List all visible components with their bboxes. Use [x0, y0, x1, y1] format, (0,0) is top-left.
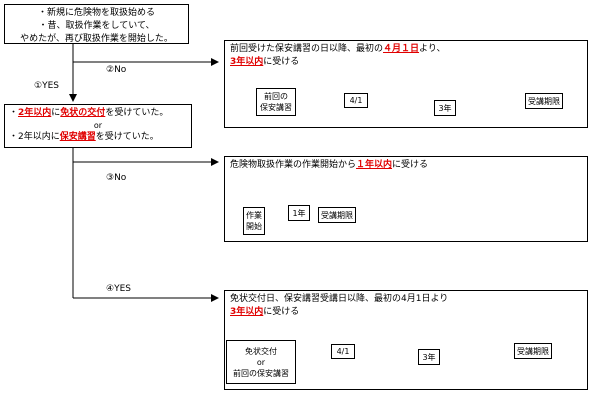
result-2-span-label: 1年	[288, 205, 310, 221]
result-3-text-1: 免状交付日、保安講習受講日以降、最初の4月1日より	[230, 294, 449, 304]
branch-label-yes-1: ①YES	[34, 81, 59, 91]
result-2-text-1: 危険物取扱作業の作業開始から１年以内に受ける	[230, 160, 429, 170]
branch-label-no-2: ③No	[106, 173, 127, 183]
result-3-end-label: 受講期限	[514, 343, 552, 359]
condition-box: ・2年以内に免状の交付を受けていた。 or ・2年以内に保安講習を受けていた。	[4, 104, 192, 148]
result-1-end-label: 受講期限	[525, 93, 563, 109]
branch-label-no-1: ②No	[106, 65, 127, 75]
start-box: ・新規に危険物を取扱始める ・昔、取扱作業をしていて、 やめたが、再び取扱作業を…	[4, 4, 189, 44]
result-1-text-2: 3年以内に受ける	[230, 57, 300, 67]
condition-line-1: ・2年以内に免状の交付を受けていた。	[9, 108, 169, 118]
branch-label-yes-2: ④YES	[106, 284, 131, 294]
condition-or: or	[93, 121, 103, 130]
result-box-2: 危険物取扱作業の作業開始から１年以内に受ける	[224, 156, 588, 242]
result-1-span-label: 3年	[434, 100, 456, 116]
result-2-end-label: 受講期限	[318, 207, 356, 223]
condition-line-2: ・2年以内に保安講習を受けていた。	[9, 132, 159, 142]
result-1-text-1: 前回受けた保安講習の日以降、最初の４月１日より、	[230, 44, 446, 54]
start-line-2: ・昔、取扱作業をしていて、	[38, 21, 155, 31]
result-1-start-label: 前回の 保安講習	[256, 88, 296, 116]
result-2-start-label: 作業 開始	[243, 207, 265, 235]
result-3-span-label: 3年	[418, 349, 440, 365]
result-3-start-label: 免状交付 or 前回の保安講習	[226, 340, 296, 384]
result-1-date-label: 4/1	[344, 93, 368, 108]
start-line-1: ・新規に危険物を取扱始める	[37, 8, 155, 18]
result-3-date-label: 4/1	[331, 344, 355, 359]
start-line-3: やめたが、再び取扱作業を開始した。	[20, 34, 173, 44]
result-3-text-2: 3年以内に受ける	[230, 307, 300, 317]
